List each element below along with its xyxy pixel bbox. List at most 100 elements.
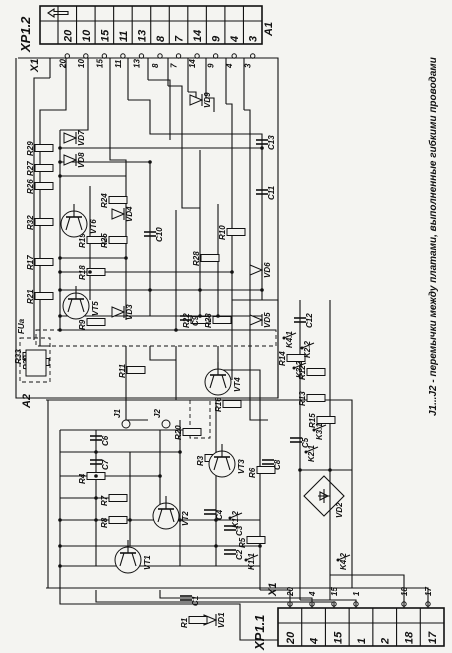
diode-vd5: [249, 314, 264, 326]
wiring: [33, 58, 429, 641]
resistor-r21: [34, 292, 54, 300]
relay-contact-k3-1: [312, 424, 327, 432]
diode-vd3: [111, 306, 126, 318]
relay-contact-k2-1: [304, 446, 319, 454]
resistor-label: R33: [14, 349, 23, 364]
resistor-label: R28: [192, 251, 201, 266]
junction-dot: [178, 450, 182, 454]
junction-dot: [88, 270, 92, 274]
relay-label: K4.2: [339, 553, 348, 570]
resistor-r17: [34, 258, 54, 266]
capacitor-label: C6: [101, 435, 110, 446]
board-top-pin: 3: [244, 63, 253, 68]
connector-bottom-pin: 15: [332, 631, 344, 644]
junction-dot: [260, 146, 264, 150]
junction-dot: [94, 496, 98, 500]
resistor-label: R15: [308, 413, 317, 428]
junction-dot: [298, 468, 302, 472]
resistor-label: R4: [78, 473, 87, 484]
capacitor-c2: [224, 549, 236, 555]
junction-dot: [94, 474, 98, 478]
board-top-pin: 14: [188, 59, 197, 68]
resistor-label: R6: [248, 467, 257, 478]
connector-bottom-pin: 20: [285, 631, 297, 645]
diode-label: VD7: [77, 130, 86, 146]
resistor-r7: [108, 494, 128, 502]
resistor-r28: [200, 254, 220, 262]
resistor-label: R29: [26, 141, 35, 156]
resistor-r16: [222, 400, 242, 408]
relay-contact-k1-2: [228, 512, 243, 520]
connector-top-pin: 13: [136, 30, 148, 42]
diode-vd9: [189, 94, 204, 106]
connector-top-pin: 10: [81, 29, 93, 42]
block-fu-label: FUa: [17, 318, 26, 334]
resistor-r13: [306, 394, 326, 402]
junction-dot: [148, 160, 152, 164]
connector-bottom-pin: 2: [380, 638, 392, 645]
resistor-r10: [226, 228, 246, 236]
resistor-r12: [306, 368, 326, 376]
connector-top-pin: 20: [62, 29, 74, 43]
transistor-label: VT6: [89, 219, 98, 234]
junction-dot: [258, 544, 262, 548]
junction-dot: [58, 518, 62, 522]
fuse-fua: [25, 349, 47, 377]
junction-dot: [178, 518, 182, 522]
resistor-r29: [34, 144, 54, 152]
board-top-pin: 15: [95, 59, 104, 68]
junction-dot: [148, 288, 152, 292]
transistor-label: VT1: [143, 555, 152, 570]
board-top-pin: 20: [58, 59, 67, 69]
resistor-label: R10: [218, 225, 227, 240]
resistor-r23: [212, 316, 232, 324]
transistor-vt1: [114, 540, 142, 574]
board-bottom-pin: 4: [308, 591, 317, 597]
capacitor-c4: [204, 509, 216, 515]
resistor-r6: [256, 466, 276, 474]
connector-bottom-title: XP1.1: [252, 615, 267, 651]
jumper-note: J1...J2 - перемычки между платами, выпол…: [427, 57, 439, 416]
resistor-label: R20: [174, 425, 183, 440]
transistor-vt3: [208, 444, 236, 478]
capacitor-label: C11: [267, 185, 276, 200]
board-top-x1-label: X1: [29, 59, 41, 73]
junction-dot: [214, 518, 218, 522]
capacitor-c11: [256, 189, 268, 195]
connector-top-pin: 9: [211, 35, 223, 42]
relay-label: K4.1: [285, 331, 294, 348]
resistor-label: R1: [180, 617, 189, 628]
relay-contact-k2-2: [300, 342, 315, 350]
board-bottom-pin: 1: [352, 591, 361, 596]
resistor-label: R8: [100, 517, 109, 528]
relay-label: K3.1: [315, 423, 324, 440]
connector-bottom-pin: 1: [356, 638, 368, 644]
relay-label: K1.1: [247, 553, 256, 570]
junction-dot: [328, 468, 332, 472]
connector-top-pin: 11: [118, 31, 130, 42]
junction-dot: [198, 314, 202, 318]
relay-contact-k1-1: [244, 554, 259, 562]
junction-dot: [216, 314, 220, 318]
resistor-label: R17: [26, 255, 35, 270]
junction-dot: [58, 564, 62, 568]
bridge-rectifier-vd2: [303, 475, 345, 517]
resistor-r1: [188, 616, 208, 624]
transistor-vt4: [204, 362, 232, 396]
relay-contact-k4-1: [282, 332, 297, 340]
diode-vd6: [249, 264, 264, 276]
resistor-r9: [86, 318, 106, 326]
diode-label: VD1: [217, 612, 226, 628]
junction-dot: [198, 288, 202, 292]
junction-dot: [58, 256, 62, 260]
resistor-r32: [34, 218, 54, 226]
jumper-label: J1: [113, 409, 122, 418]
capacitor-label: C1: [191, 595, 200, 606]
capacitor-c12: [294, 317, 306, 323]
resistor-label: R12: [298, 365, 307, 380]
connector-bottom-pin: 4: [309, 638, 321, 645]
